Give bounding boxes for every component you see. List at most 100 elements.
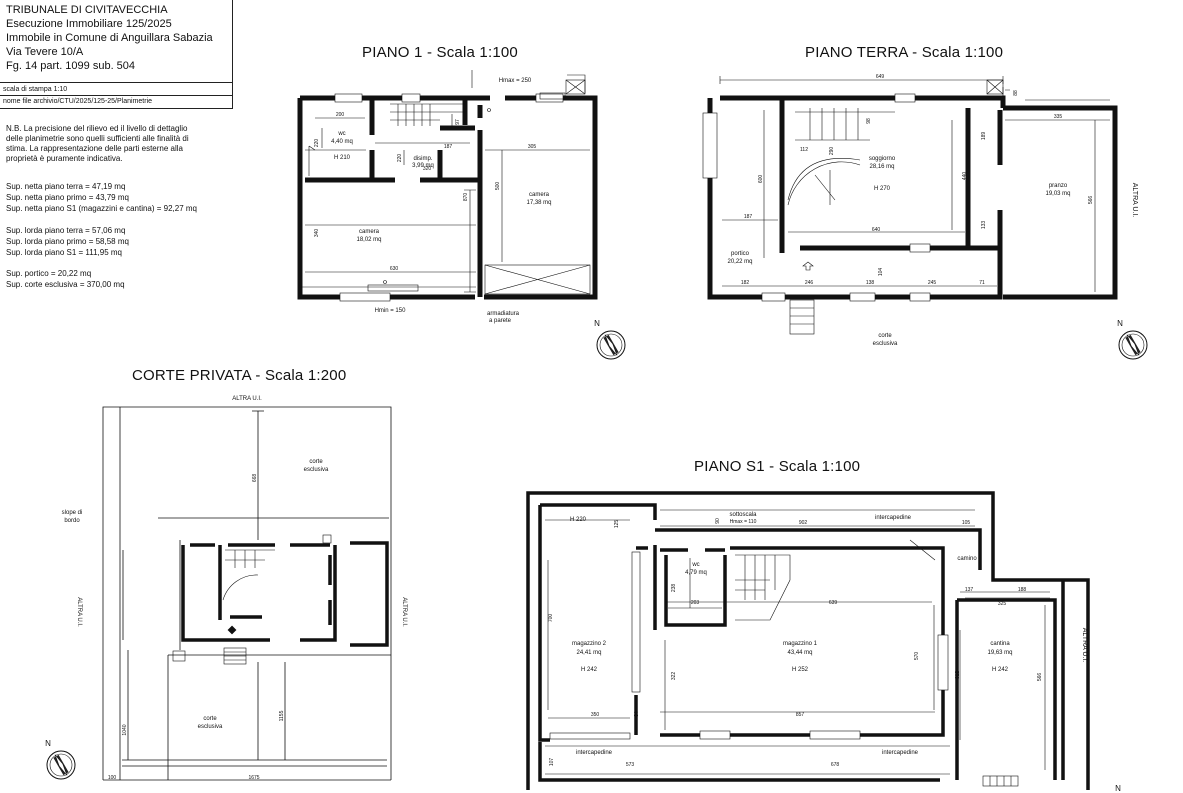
compass-icon: N bbox=[594, 319, 626, 360]
gross-area-line: Sup. lorda piano S1 = 111,95 mq bbox=[6, 248, 123, 257]
net-area-line: Sup. netta piano terra = 47,19 mq bbox=[6, 182, 126, 191]
pt-dim: 71 bbox=[979, 280, 985, 286]
s1-dim: 238 bbox=[671, 584, 677, 593]
p1-dim: 340 bbox=[314, 229, 320, 238]
p1-wc-label: wc bbox=[337, 131, 345, 137]
nb-note-line: delle planimetrie sono quelli sufficient… bbox=[6, 134, 189, 143]
case-number: Esecuzione Immobiliare 125/2025 bbox=[6, 18, 172, 30]
pt-dim: 138 bbox=[866, 280, 875, 286]
p1-wc-area: 4,40 mq bbox=[331, 139, 353, 145]
pt-corte-label: corte bbox=[878, 333, 892, 339]
nb-note-line: proprietà è puramente indicativa. bbox=[6, 154, 123, 163]
corte-top-label: corte bbox=[309, 459, 323, 465]
file-name: nome file archivio/CTU/2025/125-25/Plani… bbox=[3, 98, 153, 105]
s1-dim: 857 bbox=[796, 712, 805, 718]
s1-dim: 203 bbox=[691, 600, 700, 606]
pt-dim: 246 bbox=[805, 280, 814, 286]
corte-plan: ALTRA U.I. ALTRA U.I. ALTRA U.I. corte e… bbox=[62, 396, 407, 781]
nb-note-line: stima. La rappresentazione delle parti e… bbox=[6, 144, 183, 153]
svg-text:N: N bbox=[45, 739, 51, 748]
pt-dim: 112 bbox=[800, 147, 808, 153]
s1-dim: 612 bbox=[955, 671, 961, 680]
pt-dim: 290 bbox=[829, 147, 835, 156]
s1-dim: 94 bbox=[634, 711, 640, 717]
svg-text:N: N bbox=[594, 319, 600, 328]
pt-soggiorno-label: soggiorno bbox=[869, 156, 896, 162]
property-address: Via Tevere 10/A bbox=[6, 46, 84, 58]
pt-dim: 133 bbox=[981, 221, 987, 230]
extra-area-line: Sup. portico = 20,22 mq bbox=[6, 269, 92, 278]
p1-camera-a-area: 17,38 mq bbox=[526, 200, 551, 206]
s1-intercapedine-bl: intercapedine bbox=[576, 750, 613, 756]
p1-camera-b-label: camera bbox=[359, 229, 380, 235]
p1-armadiatura-2: a parete bbox=[489, 318, 512, 324]
cadastre-ref: Fg. 14 part. 1099 sub. 504 bbox=[6, 60, 136, 72]
pt-soggiorno-area: 28,16 mq bbox=[869, 164, 894, 170]
s1-magazzino2-label: magazzino 2 bbox=[572, 641, 607, 647]
s1-dim: 90 bbox=[715, 518, 721, 524]
pt-dim: 440 bbox=[962, 172, 968, 181]
svg-text:N: N bbox=[1115, 784, 1121, 793]
p1-dim: 200 bbox=[336, 112, 345, 118]
pt-dim: 245 bbox=[928, 280, 937, 286]
corte-altra-top: ALTRA U.I. bbox=[232, 396, 262, 402]
gross-area-line: Sup. lorda piano terra = 57,06 mq bbox=[6, 226, 126, 235]
corte-slope-label: slope di bbox=[62, 510, 83, 516]
s1-dim: 573 bbox=[626, 762, 635, 768]
pt-dim: 187 bbox=[744, 214, 753, 220]
p1-armadiatura: armadiatura bbox=[487, 311, 520, 317]
corte-altra-right: ALTRA U.I. bbox=[401, 597, 407, 627]
s1-dim: 639 bbox=[829, 600, 838, 606]
s1-dim: 678 bbox=[831, 762, 840, 768]
s1-intercapedine-br: intercapedine bbox=[882, 750, 919, 756]
s1-wc-area: 4,79 mq bbox=[685, 570, 707, 576]
s1-dim: 137 bbox=[965, 587, 974, 593]
pt-pranzo-label: pranzo bbox=[1049, 183, 1068, 189]
p1-camera-b-area: 18,02 mq bbox=[356, 237, 381, 243]
nb-note-line: N.B. La precisione del rilievo ed il liv… bbox=[6, 124, 188, 133]
corte-title: CORTE PRIVATA - Scala 1:200 bbox=[132, 367, 347, 384]
piano1-plan: wc 4,40 mq H 210 disimp. 3,99 mq camera … bbox=[297, 70, 598, 324]
s1-camino: camino bbox=[957, 556, 977, 562]
pt-pranzo-area: 19,03 mq bbox=[1045, 191, 1070, 197]
p1-dim: 630 bbox=[390, 266, 399, 272]
pt-dim: 98 bbox=[866, 118, 872, 124]
s1-intercapedine-top: intercapedine bbox=[875, 515, 912, 521]
s1-cantina-area: 19,63 mq bbox=[987, 650, 1012, 656]
p1-dim: 320 bbox=[423, 166, 432, 172]
p1-wc-h: H 210 bbox=[334, 155, 351, 161]
pt-corte-label-2: esclusiva bbox=[873, 341, 898, 347]
property-location: Immobile in Comune di Anguillara Sabazia bbox=[6, 32, 213, 44]
s1-magazzino1-h: H 252 bbox=[792, 667, 809, 673]
pt-soggiorno-h: H 270 bbox=[874, 186, 891, 192]
s1-dim: 566 bbox=[1037, 673, 1043, 682]
s1-h220: H 220 bbox=[570, 517, 587, 523]
extra-area-line: Sup. corte esclusiva = 370,00 mq bbox=[6, 280, 125, 289]
s1-cantina-label: cantina bbox=[990, 641, 1010, 647]
net-area-line: Sup. netta piano S1 (magazzini e cantina… bbox=[6, 204, 198, 213]
s1-dim: 325 bbox=[998, 601, 1007, 607]
s1-magazzino2-h: H 242 bbox=[581, 667, 598, 673]
s1-dim: 350 bbox=[591, 712, 600, 718]
s1-dim: 570 bbox=[914, 652, 920, 661]
corte-bottom-label: corte bbox=[203, 716, 217, 722]
p1-camera-a-label: camera bbox=[529, 192, 550, 198]
pt-dim: 566 bbox=[1088, 196, 1094, 205]
header-divider bbox=[0, 95, 232, 96]
p1-disimp-label: disimp. bbox=[413, 156, 432, 162]
title-block bbox=[0, 0, 233, 109]
pt-dim: 600 bbox=[758, 175, 764, 184]
s1-dim: 902 bbox=[799, 520, 808, 526]
p1-disimp-area: 3,99 mq bbox=[412, 163, 434, 169]
net-area-line: Sup. netta piano primo = 43,79 mq bbox=[6, 193, 129, 202]
svg-text:N: N bbox=[1117, 319, 1123, 328]
p1-dim: 220 bbox=[397, 154, 403, 163]
pt-altra-ui: ALTRA U.I. bbox=[1131, 183, 1138, 218]
print-scale: scala di stampa 1:10 bbox=[3, 86, 68, 93]
s1-sottoscala: sottoscala bbox=[729, 512, 757, 518]
s1-sottoscala-h: Hmax = 110 bbox=[730, 519, 757, 525]
pt-dim: 640 bbox=[872, 227, 881, 233]
s1-magazzino2-area: 24,41 mq bbox=[576, 650, 601, 656]
corte-dim: 1040 bbox=[122, 724, 128, 735]
